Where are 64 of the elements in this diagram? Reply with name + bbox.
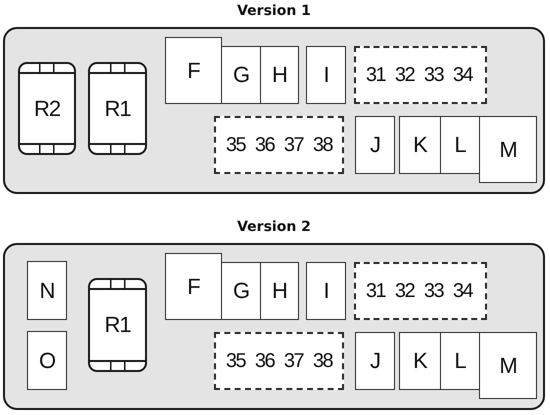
fuse-label: F — [187, 276, 200, 298]
fuse-number: 35 — [226, 351, 246, 371]
fuse-label: G — [232, 280, 250, 302]
fuse-number: 34 — [452, 281, 472, 301]
fuse-label: L — [454, 134, 466, 156]
fuse-label: J — [370, 134, 380, 156]
fuse-slot — [306, 262, 346, 320]
fuse-block — [214, 116, 344, 174]
fuse-slot — [27, 331, 67, 390]
version-heading: Version 1 — [237, 3, 311, 19]
fuse-label: M — [499, 138, 517, 160]
fuse-slot — [165, 37, 222, 104]
fuse-label: M — [499, 354, 517, 376]
fuse-label: N — [40, 280, 54, 302]
fuse-label: K — [413, 134, 427, 156]
fuse-label: J — [370, 350, 380, 372]
fuse-number: 31 — [366, 281, 386, 301]
fuse-slot — [221, 262, 261, 320]
relay-label: R2 — [34, 98, 60, 120]
fuse-label: H — [272, 280, 287, 302]
version-heading: Version 2 — [237, 219, 311, 235]
relay-socket — [18, 62, 76, 155]
fuse-number: 32 — [394, 281, 414, 301]
fuse-label: K — [413, 350, 427, 372]
fuse-number: 36 — [254, 135, 274, 155]
fuse-label: F — [187, 60, 200, 82]
fuse-slot — [355, 332, 395, 390]
fuse-block — [214, 332, 344, 390]
fuse-number: 32 — [394, 65, 414, 85]
fuse-label: I — [323, 64, 329, 86]
relay-label: R1 — [104, 98, 131, 120]
fuse-number: 38 — [312, 351, 332, 371]
fuse-slot — [479, 116, 537, 183]
fuse-number: 31 — [366, 65, 386, 85]
fuse-label: O — [38, 350, 56, 372]
fuse-number: 33 — [424, 65, 444, 85]
fuse-slot — [399, 332, 441, 390]
fuse-block — [354, 262, 487, 320]
fuse-slot — [355, 116, 395, 174]
fuse-slot — [165, 253, 222, 320]
fuse-slot — [260, 46, 299, 104]
fuse-slot — [479, 332, 537, 399]
fuse-label: I — [323, 280, 329, 302]
fuse-number: 35 — [226, 135, 246, 155]
fuse-slot — [27, 261, 67, 320]
fuse-block — [354, 46, 487, 104]
relay-label: R1 — [104, 314, 131, 336]
fuse-number: 37 — [284, 135, 304, 155]
fuse-number: 37 — [284, 351, 304, 371]
fuse-number: 36 — [254, 351, 274, 371]
fuse-label: L — [454, 350, 466, 372]
fuse-number: 38 — [312, 135, 332, 155]
fuse-slot — [260, 262, 299, 320]
relay-socket — [88, 62, 147, 155]
fuse-slot — [440, 116, 480, 174]
fuse-slot — [306, 46, 346, 104]
fuse-number: 34 — [452, 65, 472, 85]
fuse-number: 33 — [424, 281, 444, 301]
relay-socket — [88, 278, 147, 372]
fuse-label: H — [272, 64, 287, 86]
fuse-slot — [440, 332, 480, 390]
fuse-slot — [399, 116, 441, 174]
fuse-label: G — [232, 64, 250, 86]
fuse-slot — [221, 46, 261, 104]
